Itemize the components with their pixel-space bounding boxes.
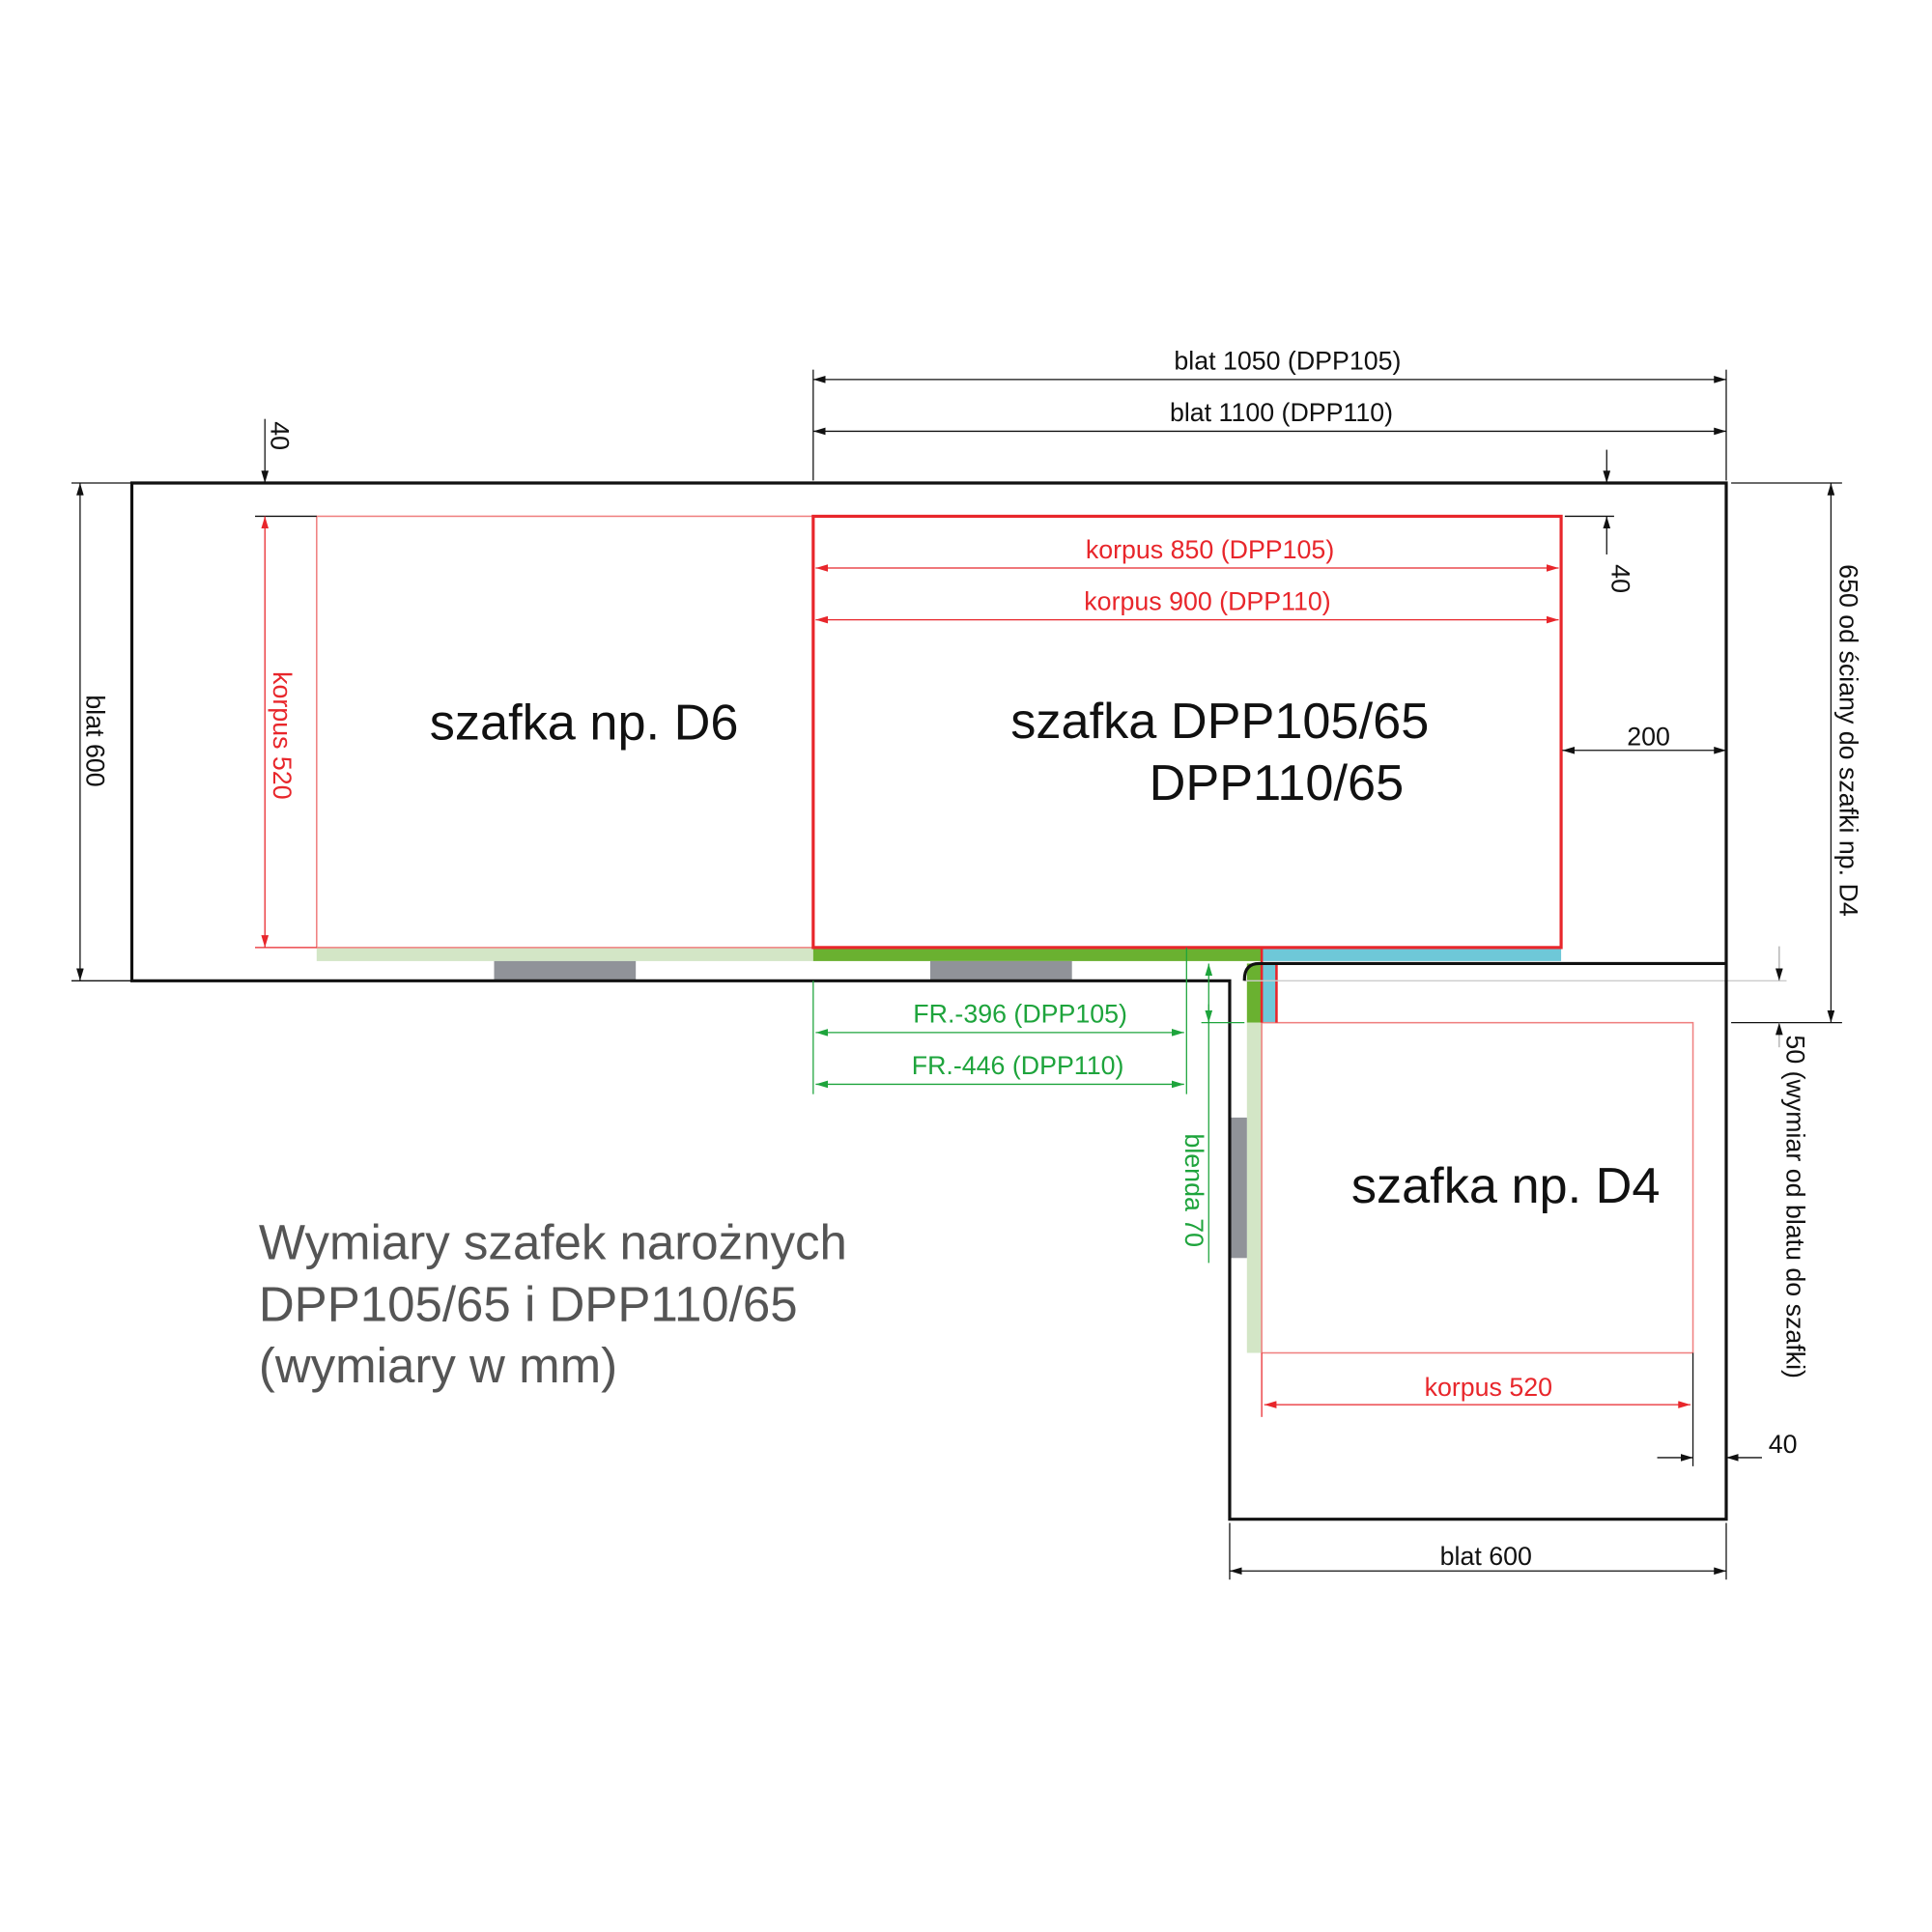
label-650: 650 od ściany do szafki np. D4 — [1833, 564, 1862, 917]
blue-strip-horizontal — [1262, 947, 1562, 961]
label-cabinet-dpp-2: DPP110/65 — [1150, 755, 1405, 811]
label-cabinet-d4: szafka np. D4 — [1351, 1158, 1661, 1214]
label-fr-446: FR.-446 (DPP110) — [912, 1051, 1124, 1080]
label-cabinet-d6: szafka np. D6 — [430, 695, 739, 751]
dpp-plinth — [930, 960, 1072, 981]
label-blat-600-left: blat 600 — [80, 695, 109, 786]
worktop-joint — [1242, 961, 1726, 981]
label-fr-396: FR.-396 (DPP105) — [913, 1000, 1127, 1029]
label-korpus-850: korpus 850 (DPP105) — [1086, 535, 1334, 564]
d6-front-strip — [316, 947, 813, 961]
label-cabinet-dpp-1: szafka DPP105/65 — [1010, 694, 1429, 750]
d4-korpus — [1261, 1021, 1694, 1354]
label-40-top-left: 40 — [266, 421, 295, 450]
d6-plinth — [494, 960, 637, 981]
label-40-top-right: 40 — [1605, 564, 1634, 593]
worktop-outline — [129, 481, 1728, 1521]
title-line-1: Wymiary szafek narożnych — [259, 1215, 847, 1270]
label-blat-1100: blat 1100 (DPP110) — [1170, 398, 1393, 427]
d4-plinth — [1229, 1117, 1247, 1259]
d4-front-strip — [1246, 1022, 1263, 1353]
label-korpus-900: korpus 900 (DPP110) — [1084, 586, 1330, 615]
blue-strip-vertical — [1262, 963, 1277, 1023]
label-blat-600-bottom: blat 600 — [1440, 1542, 1532, 1571]
label-blat-1050: blat 1050 (DPP105) — [1174, 347, 1401, 376]
label-korpus-520-left: korpus 520 — [268, 671, 297, 799]
title-line-2: DPP105/65 i DPP110/65 — [259, 1276, 798, 1331]
blenda-strip-vertical — [1246, 963, 1263, 1023]
title-line-3: (wymiary w mm) — [259, 1338, 617, 1393]
dpp-korpus-return — [1260, 947, 1278, 1023]
label-blenda-70: blenda 70 — [1179, 1133, 1208, 1247]
dpp-front-strip — [812, 947, 1263, 961]
label-40-bottom: 40 — [1769, 1430, 1798, 1459]
label-korpus-520-bottom: korpus 520 — [1425, 1373, 1552, 1402]
label-50: 50 (wymiar od blatu do szafki) — [1780, 1035, 1809, 1378]
label-200: 200 — [1627, 723, 1670, 752]
